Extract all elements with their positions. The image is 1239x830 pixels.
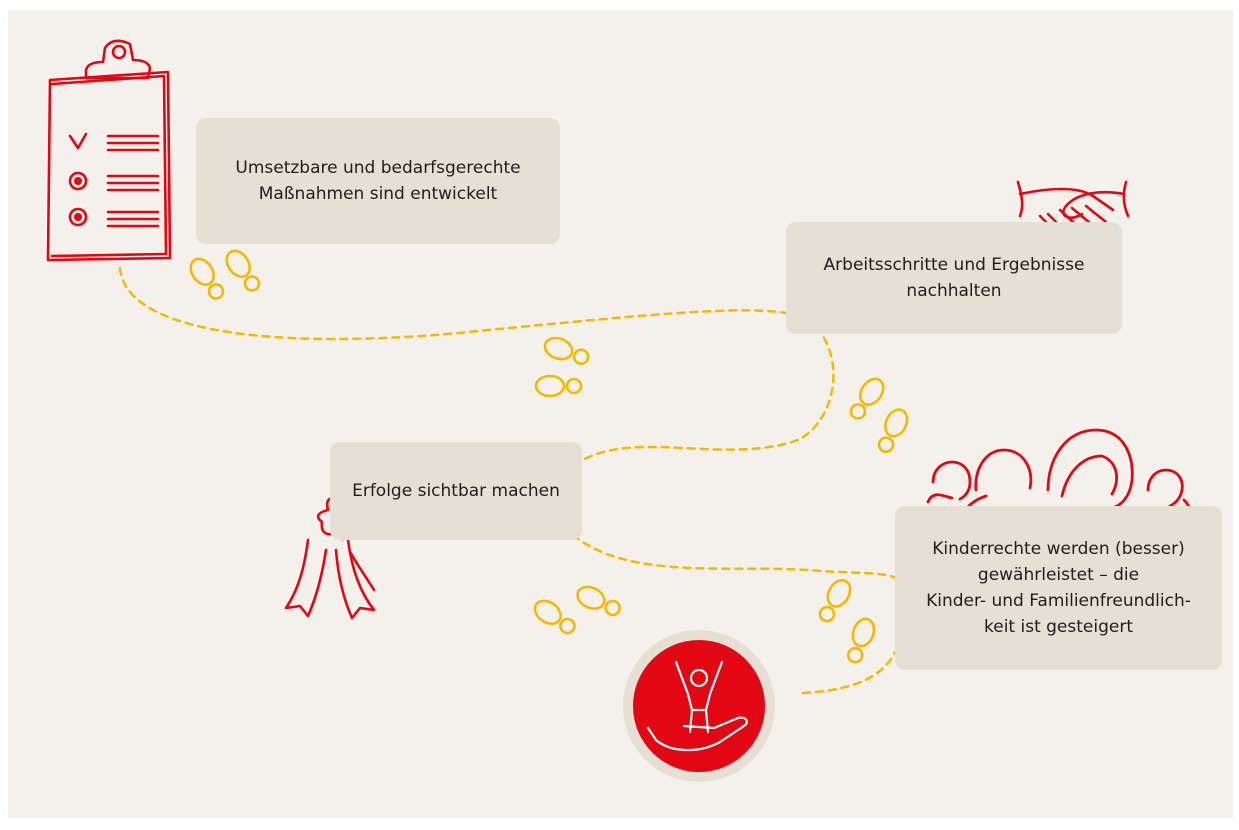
- step-text-kinderrechte-line2: gewährleistet – die: [977, 565, 1140, 585]
- logo-mini-icons: [74, 177, 82, 221]
- step-text-erfolge: Erfolge sichtbar machen: [352, 481, 560, 501]
- family-icon: [926, 428, 1194, 514]
- step-box-massnahmen: Umsetzbare und bedarfsgerechte Maßnahmen…: [196, 118, 560, 244]
- step-text-nachhalten-line1: Arbeitsschritte und Ergebnisse: [823, 255, 1085, 275]
- step-box-kinderrechte: Kinderrechte werden (besser) gewährleist…: [895, 506, 1222, 670]
- step-text-kinderrechte-line3: Kinder- und Familienfreundlich-: [926, 591, 1191, 611]
- step-text-kinderrechte-line1: Kinderrechte werden (besser): [932, 539, 1185, 559]
- clipboard-icon: [46, 39, 172, 262]
- step-text-massnahmen-line1: Umsetzbare und bedarfsgerechte: [235, 158, 521, 178]
- diagram-canvas: Umsetzbare und bedarfsgerechte Maßnahmen…: [8, 10, 1233, 818]
- diagram-artwork: [46, 39, 1194, 782]
- step-text-kinderrechte-line4: keit ist gesteigert: [984, 617, 1133, 637]
- step-text-nachhalten-line2: nachhalten: [906, 281, 1002, 301]
- child-hand-icon: [623, 630, 775, 782]
- step-text-massnahmen-line2: Maßnahmen sind entwickelt: [258, 184, 498, 204]
- step-box-nachhalten: Arbeitsschritte und Ergebnisse nachhalte…: [786, 222, 1122, 334]
- step-box-erfolge: Erfolge sichtbar machen: [330, 442, 582, 540]
- footprints-icon: [189, 249, 909, 664]
